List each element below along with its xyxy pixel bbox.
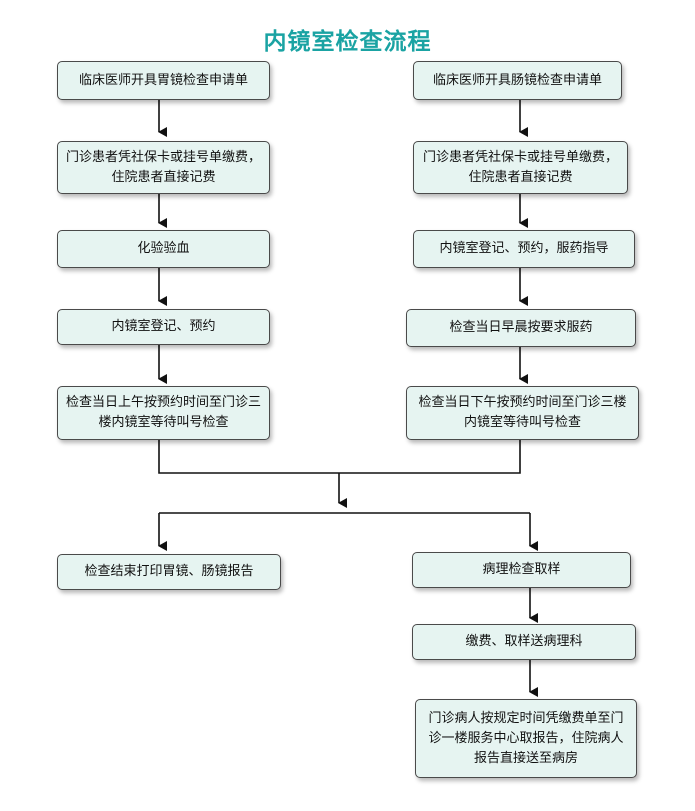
left-step-register: 内镜室登记、预约 <box>57 309 270 345</box>
left-step-gastroscopy-request: 临床医师开具胃镜检查申请单 <box>57 61 270 100</box>
pathology-sampling-step: 病理检查取样 <box>412 552 631 588</box>
right-step-afternoon-exam: 检查当日下午按预约时间至门诊三楼内镜室等待叫号检查 <box>406 386 639 440</box>
left-step-payment: 门诊患者凭社保卡或挂号单缴费，住院患者直接记费 <box>57 141 270 194</box>
right-step-register-guidance: 内镜室登记、预约，服药指导 <box>413 230 635 268</box>
right-step-payment: 门诊患者凭社保卡或挂号单缴费，住院患者直接记费 <box>413 141 628 194</box>
pay-send-pathology-step: 缴费、取样送病理科 <box>412 624 636 660</box>
collect-report-step: 门诊病人按规定时间凭缴费单至门诊一楼服务中心取报告，住院病人报告直接送至病房 <box>415 699 637 778</box>
print-report-step: 检查结束打印胃镜、肠镜报告 <box>57 554 281 590</box>
left-step-morning-exam: 检查当日上午按预约时间至门诊三楼内镜室等待叫号检查 <box>57 386 270 440</box>
left-step-blood-test: 化验验血 <box>57 230 270 268</box>
merge-line <box>158 440 521 474</box>
right-step-take-medicine: 检查当日早晨按要求服药 <box>406 309 636 347</box>
page-title: 内镜室检查流程 <box>263 29 432 55</box>
right-step-colonoscopy-request: 临床医师开具肠镜检查申请单 <box>413 61 622 100</box>
